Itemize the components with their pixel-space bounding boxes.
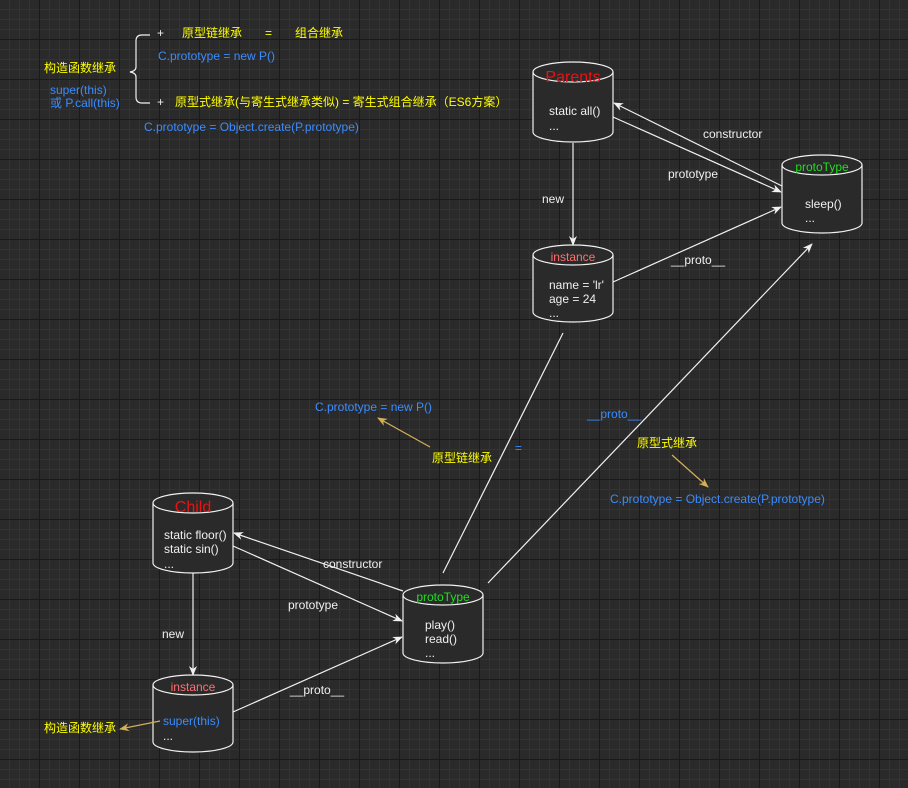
- brace: [129, 34, 150, 104]
- annotation-arrow-chain: [377, 417, 431, 448]
- parent-instance-field: age = 24: [549, 292, 597, 306]
- child-instance-field: ...: [163, 729, 174, 743]
- legend-or-call: 或 P.call(this): [50, 96, 120, 110]
- annotation-create-code: C.prototype = Object.create(P.prototype): [610, 492, 825, 506]
- parent-proto-title: protoType: [795, 160, 849, 174]
- child-proto-member: play(): [425, 618, 456, 632]
- legend-chain: 原型链继承: [182, 26, 243, 40]
- plus-sign: +: [157, 26, 165, 40]
- parent-instance-field: ...: [549, 306, 560, 320]
- edge-parent-constructor[interactable]: [613, 102, 783, 187]
- child-prototype-cylinder[interactable]: [402, 584, 484, 664]
- parents-member: ...: [549, 119, 560, 133]
- child-member: ...: [164, 557, 175, 571]
- child-title: Child: [174, 499, 212, 516]
- child-proto-title: protoType: [416, 590, 470, 604]
- child-proto-member: read(): [425, 632, 458, 646]
- legend-proto-inherit: 原型式继承(与寄生式继承类似) = 寄生式组合继承（ES6方案）: [175, 95, 508, 109]
- label-new: new: [162, 627, 185, 641]
- label-equals: =: [515, 441, 523, 455]
- annotation-arrow-proto: [671, 454, 709, 488]
- annotation-chain-code: C.prototype = new P(): [315, 400, 433, 414]
- child-instance-field: super(this): [163, 714, 220, 728]
- edge-child-prototype[interactable]: [232, 545, 403, 622]
- plus-sign: +: [157, 95, 165, 109]
- child-cylinder[interactable]: [152, 492, 234, 574]
- label-constructor: constructor: [323, 557, 383, 571]
- edge-child-constructor[interactable]: [233, 532, 404, 592]
- label-prototype: prototype: [288, 598, 339, 612]
- label-constructor: constructor: [703, 127, 763, 141]
- edge-child-proto-to-parent-proto[interactable]: [487, 243, 813, 584]
- annotation-proto-label: __proto__: [587, 407, 642, 421]
- label-proto: __proto__: [290, 683, 345, 697]
- child-proto-member: ...: [425, 646, 436, 660]
- legend-ctor-inherit: 构造函数继承: [44, 61, 117, 75]
- child-member: static floor(): [164, 528, 227, 542]
- parent-prototype-cylinder[interactable]: [781, 154, 863, 234]
- child-instance-cylinder[interactable]: [152, 674, 234, 753]
- legend-chain-code: C.prototype = new P(): [158, 49, 276, 63]
- edge-parent-prototype[interactable]: [612, 116, 782, 193]
- annotation-chain: 原型链继承: [432, 451, 493, 465]
- parent-proto-member: sleep(): [805, 197, 842, 211]
- annotation-arrow-ctor: [119, 720, 161, 732]
- label-new: new: [542, 192, 565, 206]
- parents-cylinder[interactable]: [532, 61, 614, 143]
- annotation-proto-inherit: 原型式继承: [637, 436, 698, 450]
- child-instance-title: instance: [170, 680, 216, 694]
- parent-instance-field: name = 'lr': [549, 278, 604, 292]
- edge-parent-instance-proto[interactable]: [612, 206, 782, 283]
- annotation-ctor-inherit: 构造函数继承: [44, 721, 117, 735]
- parents-member: static all(): [549, 104, 601, 118]
- child-member: static sin(): [164, 542, 219, 556]
- legend-proto-code: C.prototype = Object.create(P.prototype): [144, 120, 359, 134]
- parent-instance-title: instance: [550, 250, 596, 264]
- parents-title: Parents: [545, 69, 601, 86]
- legend-super: super(this): [50, 83, 107, 97]
- edge-child-instance-proto[interactable]: [232, 636, 403, 713]
- legend-combo: 组合继承: [295, 26, 344, 40]
- edge-prototype-chain[interactable]: [442, 332, 564, 574]
- parent-instance-cylinder[interactable]: [532, 244, 614, 323]
- label-prototype: prototype: [668, 167, 719, 181]
- legend-equals: =: [265, 26, 273, 40]
- label-proto: __proto__: [671, 253, 726, 267]
- parent-proto-member: ...: [805, 211, 816, 225]
